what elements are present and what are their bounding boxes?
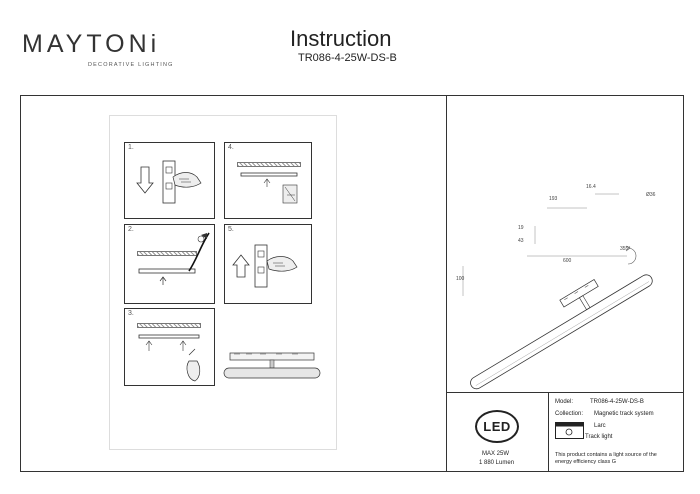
dim-193: 193 — [549, 196, 558, 202]
energy-class-line1: This product contains a light source of … — [555, 452, 657, 458]
step-3-panel: 3. — [124, 308, 215, 386]
brand-tagline: DECORATIVE LIGHTING — [88, 62, 174, 68]
dim-diameter-36: Ø36 — [646, 192, 656, 198]
step-4-panel: 4. — [224, 142, 312, 219]
series-name: Larc — [594, 423, 606, 429]
step-2-panel: 2. — [124, 224, 215, 304]
step-3-illustration — [138, 334, 201, 382]
step-1-panel: 1. — [124, 142, 215, 219]
collection-value: Magnetic track system — [594, 411, 654, 417]
frame-divider-vertical — [446, 95, 447, 472]
dim-16-4: 16.4 — [586, 184, 596, 190]
ceiling-hatch — [137, 251, 197, 256]
step-2-illustration — [138, 232, 210, 285]
led-icon: LED — [475, 410, 519, 443]
step-5-panel: 5. — [224, 224, 312, 304]
track-light-icon — [555, 422, 584, 439]
ceiling-hatch — [237, 162, 301, 167]
step-number: 5. — [228, 226, 234, 233]
dim-100: 100 — [456, 276, 465, 282]
step-1-illustration — [136, 160, 202, 204]
step-4-illustration — [240, 172, 298, 204]
model-code: TR086-4-25W-DS-B — [298, 52, 397, 64]
product-drawing — [462, 193, 653, 390]
step-number: 4. — [228, 144, 234, 151]
step-5-illustration — [232, 244, 298, 288]
energy-class-line2: energy efficiency class G — [555, 459, 617, 465]
info-divider-vertical — [548, 392, 549, 472]
product-type: Track light — [585, 434, 613, 440]
collection-label: Collection: — [555, 411, 584, 417]
step-number: 1. — [128, 144, 134, 151]
dim-19: 19 — [518, 225, 524, 231]
step-number: 2. — [128, 226, 134, 233]
dim-600: 600 — [563, 258, 572, 264]
page-title: Instruction — [290, 26, 392, 51]
model-value: TR086-4-25W-DS-B — [590, 399, 644, 405]
ceiling-hatch — [137, 323, 201, 328]
rotation-angle: 355° — [620, 246, 631, 252]
max-power: MAX 25W — [482, 451, 510, 457]
dim-43: 43 — [518, 238, 524, 244]
frame-divider-horizontal — [446, 392, 684, 393]
model-label: Model: — [555, 399, 574, 405]
step-number: 3. — [128, 310, 134, 317]
document-frame — [20, 95, 684, 472]
lumen-output: 1 880 Lumen — [479, 460, 515, 466]
assembled-light-illustration — [223, 352, 321, 379]
brand-logo: MAYTONi — [22, 30, 161, 58]
instruction-sheet — [109, 115, 337, 450]
